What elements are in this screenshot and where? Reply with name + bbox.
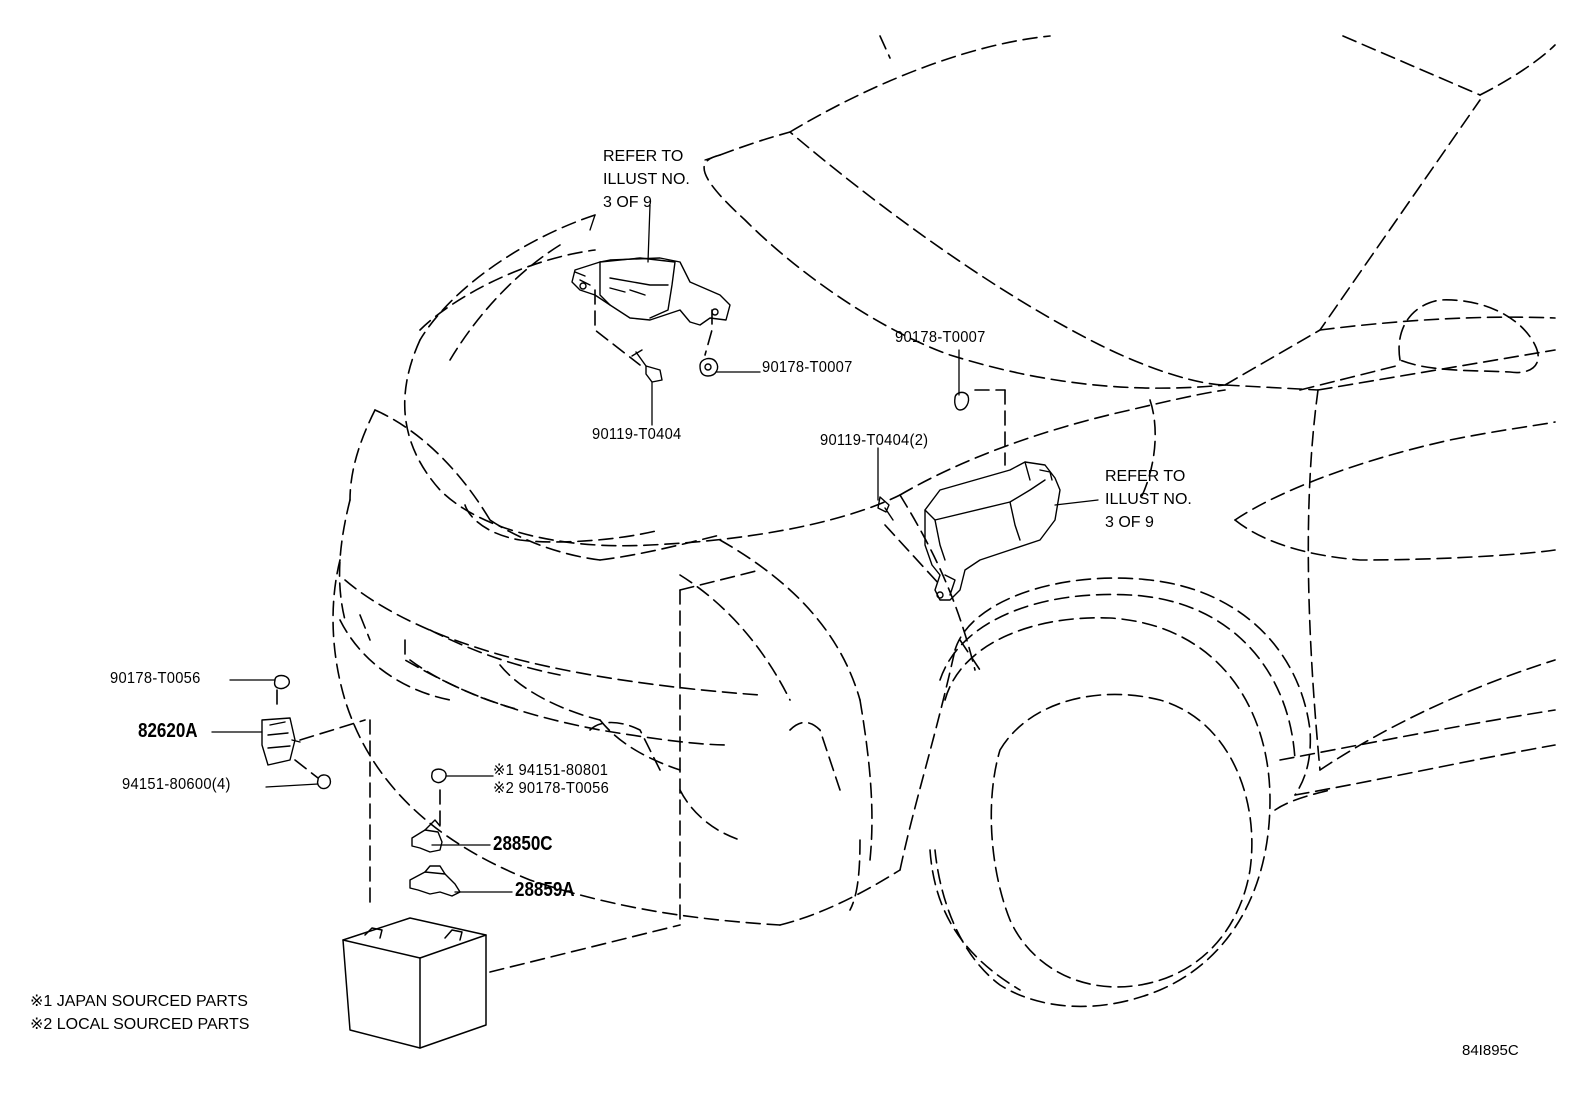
- fuse-relay-block: [924, 461, 1061, 601]
- refer-note-right-line3: 3 OF 9: [1105, 514, 1154, 531]
- battery: [342, 917, 487, 1049]
- part-label-nut-japan[interactable]: ※1 94151-80801: [493, 762, 609, 779]
- refer-note-top-line2: ILLUST NO.: [603, 171, 690, 188]
- refer-note-top-line1: REFER TO: [603, 148, 684, 165]
- leader-lines: [211, 154, 1099, 893]
- part-label-bolt-top[interactable]: 90119-T0404: [592, 426, 682, 443]
- part-label-bolt-right[interactable]: 90119-T0404(2): [820, 432, 929, 449]
- fasteners: [261, 349, 970, 897]
- footnote-japan: ※1 JAPAN SOURCED PARTS: [30, 993, 248, 1010]
- part-label-clip-top[interactable]: 90178-T0007: [762, 359, 853, 376]
- part-label-clamp-28859a[interactable]: 28859A: [515, 879, 575, 901]
- part-label-nut-left[interactable]: 90178-T0056: [110, 670, 201, 687]
- part-label-nut-local[interactable]: ※2 90178-T0056: [493, 780, 610, 797]
- car-body-outline: [276, 35, 1556, 1008]
- refer-note-right: REFER TO ILLUST NO. 3 OF 9: [1105, 465, 1192, 534]
- illustration-id: 84I895C: [1462, 1042, 1519, 1059]
- footnotes: ※1 JAPAN SOURCED PARTS ※2 LOCAL SOURCED …: [30, 990, 249, 1036]
- footnote-local: ※2 LOCAL SOURCED PARTS: [30, 1016, 250, 1033]
- part-label-clip-right[interactable]: 90178-T0007: [895, 329, 986, 346]
- engine-control-unit: [571, 257, 731, 326]
- refer-note-top-line3: 3 OF 9: [603, 194, 652, 211]
- part-label-bracket[interactable]: 82620A: [138, 720, 198, 742]
- refer-note-top: REFER TO ILLUST NO. 3 OF 9: [603, 145, 690, 214]
- part-label-clamp-28850c[interactable]: 28850C: [493, 833, 553, 855]
- refer-note-right-line1: REFER TO: [1105, 468, 1186, 485]
- part-label-screw-left[interactable]: 94151-80600(4): [122, 776, 231, 793]
- refer-note-right-line2: ILLUST NO.: [1105, 491, 1192, 508]
